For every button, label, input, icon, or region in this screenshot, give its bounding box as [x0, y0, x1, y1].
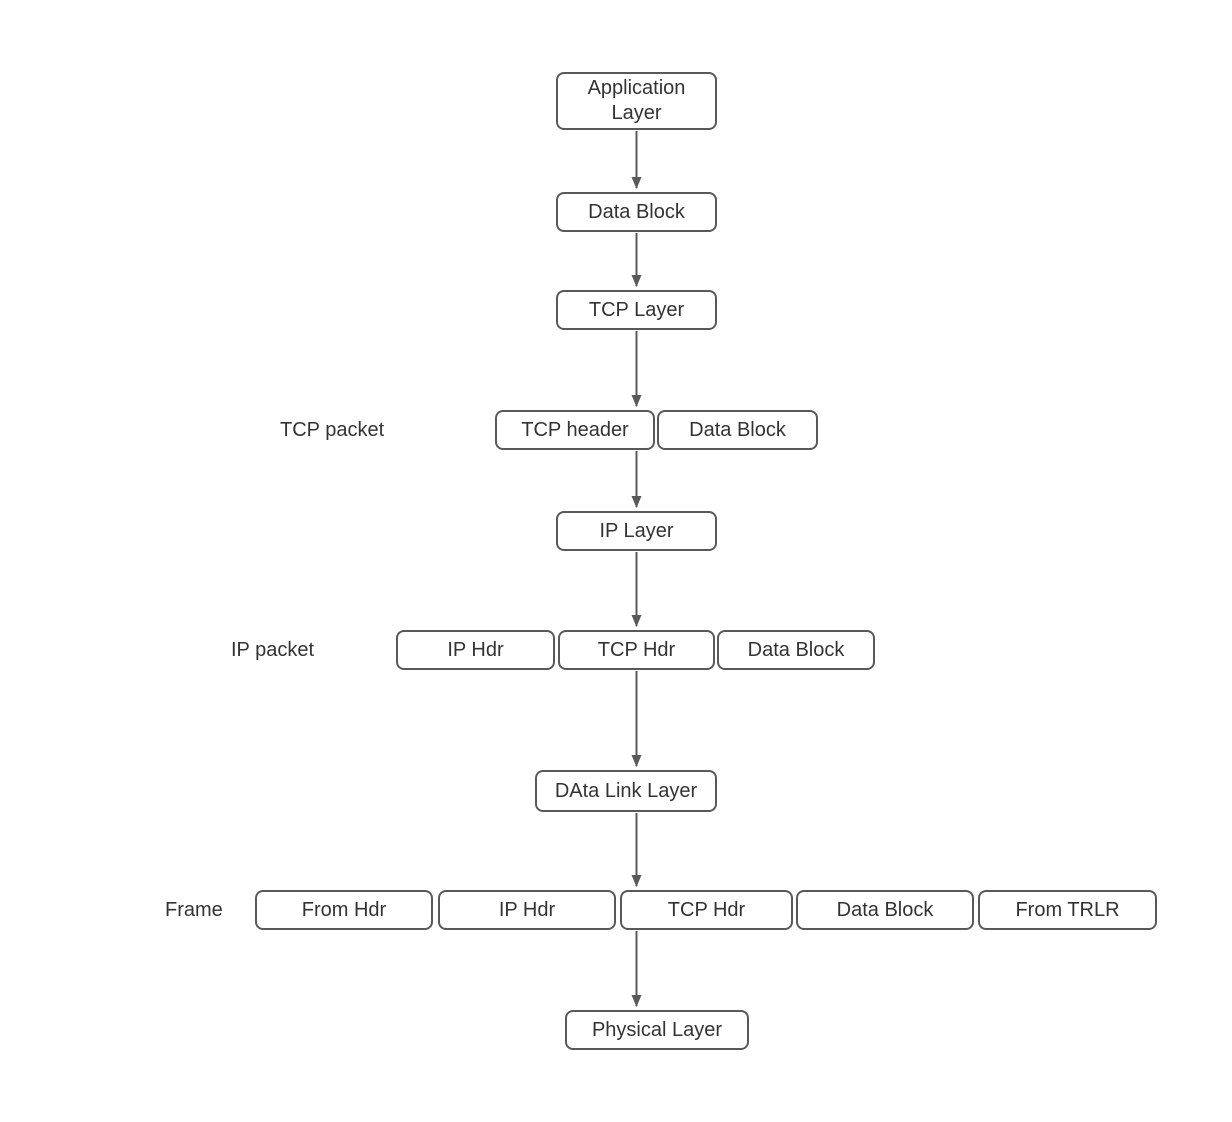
row-label-tcp-packet: TCP packet [280, 419, 385, 441]
row-label-ip-packet: IP packet [231, 639, 315, 661]
node-ip-hdr: IP Hdr [396, 630, 555, 670]
node-frame-from-trlr: From TRLR [978, 890, 1157, 930]
node-ip-packet-data-block: Data Block [717, 630, 875, 670]
node-frame-from-hdr: From Hdr [255, 890, 433, 930]
node-frame-ip-hdr: IP Hdr [438, 890, 616, 930]
node-frame-data-block: Data Block [796, 890, 974, 930]
row-label-frame: Frame [165, 899, 223, 921]
node-ip-layer: IP Layer [556, 511, 717, 551]
node-data-link-layer: DAta Link Layer [535, 770, 717, 812]
node-tcp-header: TCP header [495, 410, 655, 450]
node-frame-tcp-hdr: TCP Hdr [620, 890, 793, 930]
node-tcp-layer: TCP Layer [556, 290, 717, 330]
node-tcp-hdr: TCP Hdr [558, 630, 715, 670]
node-application-layer: Application Layer [556, 72, 717, 130]
node-data-block: Data Block [556, 192, 717, 232]
node-tcp-packet-data-block: Data Block [657, 410, 818, 450]
node-physical-layer: Physical Layer [565, 1010, 749, 1050]
